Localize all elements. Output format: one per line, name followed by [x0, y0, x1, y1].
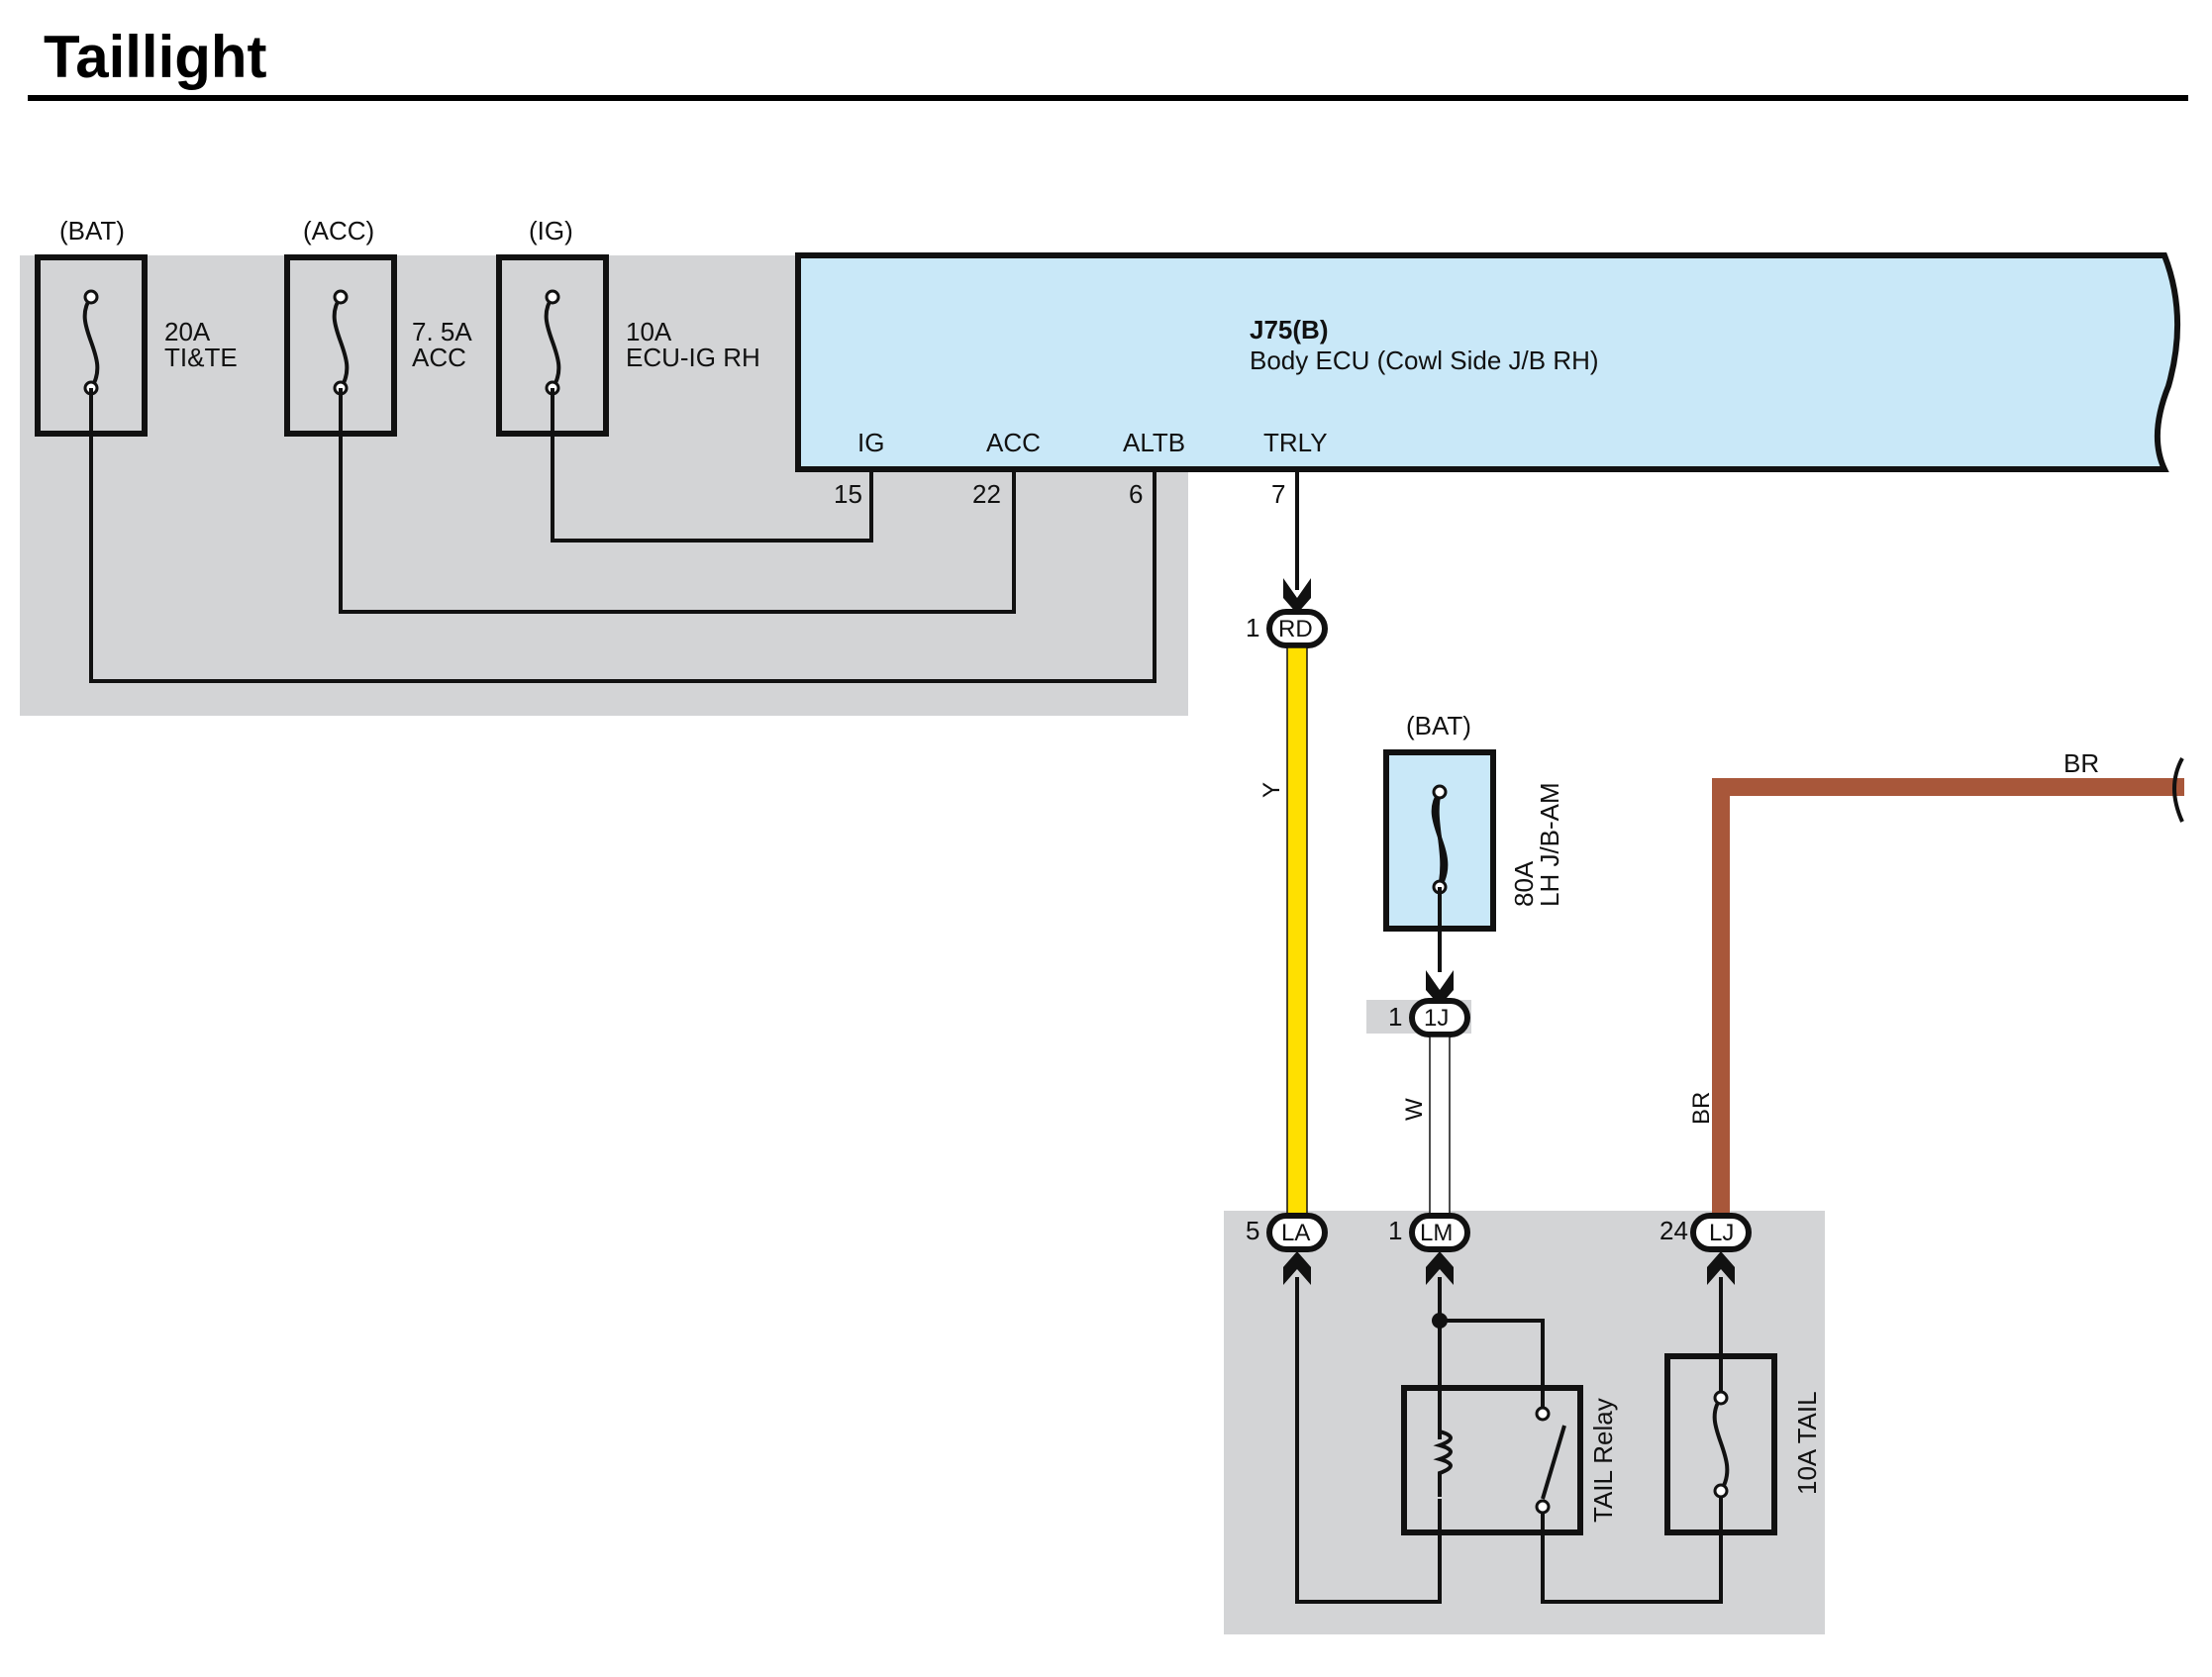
ecu-terminal-altb: ALTB [1123, 428, 1185, 457]
body-ecu-box [795, 252, 2181, 472]
wire-brown [1712, 778, 2184, 1226]
ecu-name: Body ECU (Cowl Side J/B RH) [1250, 345, 1599, 375]
ecu-code: J75(B) [1250, 315, 1328, 345]
oneJ-connector [1409, 998, 1470, 1037]
wire-white [1429, 1036, 1451, 1227]
wire-ig [551, 388, 873, 543]
fuse-ti-te-source: (BAT) [59, 216, 125, 246]
lj-pin: 24 [1659, 1216, 1688, 1245]
arrow-lm [1426, 1251, 1454, 1285]
wire-la-loop [1295, 1277, 1442, 1604]
wire-white-code: W [1401, 1098, 1428, 1121]
wire-yellow [1286, 646, 1308, 1227]
fuse-ti-te-rating: 20A [164, 317, 211, 346]
fuse-ecu-ig-source: (IG) [529, 216, 573, 246]
lm-connector [1409, 1213, 1470, 1252]
tail-relay-label: TAIL Relay [1588, 1398, 1618, 1523]
wire-altb [89, 388, 1156, 683]
relay-contact-bottom [1535, 1499, 1551, 1515]
lh-junction-block-gray [1224, 1211, 1825, 1634]
ecu-pin-ig: 15 [834, 479, 862, 509]
ecu-pin-acc: 22 [972, 479, 1001, 509]
ecu-terminal-trly: TRLY [1263, 428, 1328, 457]
fuse-tail-label: 10A TAIL [1792, 1391, 1822, 1495]
ecu-terminal-acc: ACC [986, 428, 1041, 457]
oneJ-code: 1J [1424, 1005, 1449, 1032]
oneJ-pin: 1 [1388, 1002, 1402, 1032]
fuse-ecu-ig-rating: 10A [626, 317, 672, 346]
fuse-ecu-ig-name: ECU-IG RH [626, 343, 760, 372]
fuse-acc-source: (ACC) [303, 216, 374, 246]
fuse-tail-box [1664, 1353, 1777, 1535]
fuse-am-source: (BAT) [1406, 711, 1471, 740]
la-connector [1266, 1213, 1328, 1252]
lm-code: LM [1420, 1220, 1453, 1246]
ecu-pin-trly: 7 [1271, 479, 1285, 509]
wire-acc [339, 388, 1016, 614]
relay-coil-icon [1433, 1426, 1453, 1497]
arrow-la [1283, 1251, 1311, 1285]
relay-switch-blade [1541, 1425, 1566, 1500]
tail-relay-box [1401, 1385, 1583, 1535]
ecu-pin-altb: 6 [1129, 479, 1143, 509]
lj-code: LJ [1709, 1220, 1734, 1246]
fuse-tail-icon [1712, 1390, 1730, 1499]
fuse-ti-te-name: TI&TE [164, 343, 238, 372]
rd-pin: 1 [1246, 613, 1259, 642]
rd-connector [1266, 609, 1328, 648]
arrow-lj [1707, 1251, 1735, 1285]
wire-break-mark [2172, 757, 2184, 823]
fuse-am-name: LH J/B-AM [1535, 782, 1564, 907]
ecu-terminal-ig: IG [857, 428, 884, 457]
wire-brown-horizontal-code: BR [2063, 748, 2099, 778]
fuse-acc-name: ACC [412, 343, 466, 372]
fuse-acc-rating: 7. 5A [412, 317, 472, 346]
wire-lm-branch [1440, 1319, 1545, 1414]
arrow-1j [1426, 970, 1454, 1006]
la-code: LA [1281, 1220, 1310, 1246]
arrow-rd [1283, 578, 1311, 614]
page-title: Taillight [44, 24, 267, 90]
fuse-am-rating: 80A [1509, 860, 1539, 907]
wire-brown-vertical-code: BR [1688, 1092, 1715, 1125]
wire-relay-to-tail [1541, 1495, 1723, 1604]
relay-contact-top [1535, 1406, 1551, 1422]
lm-pin: 1 [1388, 1216, 1402, 1245]
rd-code: RD [1278, 616, 1313, 642]
lj-connector [1690, 1213, 1752, 1252]
wire-yellow-code: Y [1258, 782, 1285, 798]
la-pin: 5 [1246, 1216, 1259, 1245]
